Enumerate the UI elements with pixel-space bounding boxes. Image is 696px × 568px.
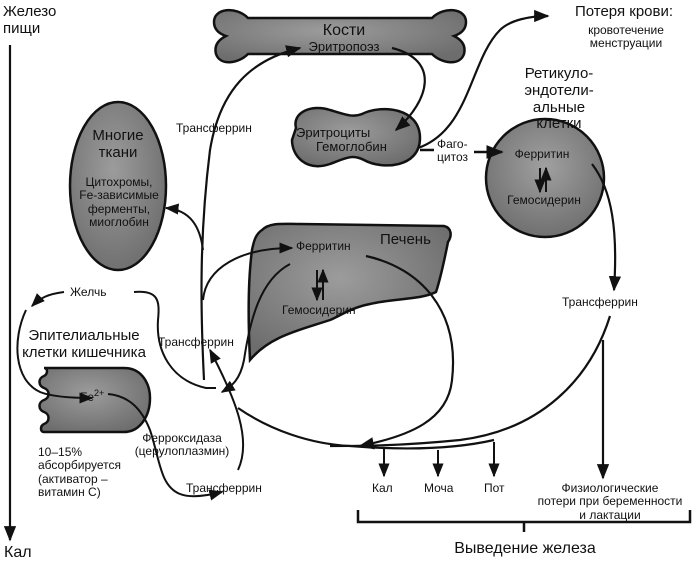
excretion-feces-label: Кал [372,481,393,495]
arrow-fe-to-ferroxidase [107,393,224,501]
feces-left-label: Кал [4,544,32,561]
excretion-collector [237,407,495,450]
arrow-res-to-transferrin [591,163,622,292]
liver-shape [247,222,452,364]
fe2-ion-label: Fe2+ [80,388,104,404]
arrow-bone-to-erythrocytes [391,46,426,132]
bone-shape [212,9,468,64]
ferroxidase-line1: Ферроксидаза [142,431,222,445]
arrow-transferrin-to-bone [200,45,302,381]
hemoglobin-label: Гемоглобин [316,139,387,154]
blood-loss-detail: кровотечение менструации [566,23,686,51]
arrow-transferrin-to-tissues [164,203,204,251]
liver-ferritin-label: Ферритин [296,239,351,253]
intestine-title-line1: Эпителиальные [28,327,140,344]
intestine-cell-shape [38,366,152,434]
res-title-line2: эндотели- [524,81,594,99]
physiological-line2: потери при беременности [537,494,683,509]
dietary-iron-line2: пищи [3,19,41,37]
tissues-line4: миоглобин [89,215,149,230]
res-title-line1: Ретикуло- [524,65,594,82]
tissues-line1: Цитохромы, [85,175,153,189]
physiological-line3: и лактации [579,507,641,522]
arrow-liver-to-excretion [358,254,455,450]
tissues-title-line2: ткани [98,143,138,161]
dietary-iron-label: Железо пищи [3,3,57,38]
tissues-line2: Fe-зависимые [79,188,159,203]
absorption-line2: абсорбируется [38,458,122,473]
tissues-detail: Цитохромы, Fe-зависимые ферменты, миогло… [74,175,164,230]
res-ferritin-label: Ферритин [514,147,570,161]
ferroxidase-line2: (церулоплазмин) [134,444,230,459]
fe-charge: 2+ [94,388,105,398]
intestine-title: Эпителиальные клетки кишечника [10,327,158,362]
intestine-title-line2: клетки кишечника [22,343,146,361]
blood-loss-title: Потеря крови: [574,3,674,20]
liver-title: Печень [380,231,431,248]
bile-label: Желчь [70,285,107,299]
res-title-line4: клетки [536,115,582,133]
liver-hemosiderin-label: Гемосидерин [282,303,356,317]
erythropoiesis-label: Эритропоэз [308,39,380,54]
arrow-bile-to-intestine [16,309,94,404]
arrow-blood-loss [417,9,550,150]
res-title: Ретикуло- эндотели- альные клетки [504,65,614,133]
excretion-sweat-label: Пот [484,481,505,495]
bone-title: Кости [322,22,366,39]
phagocytosis-line1: Фаго- [437,137,468,151]
blood-loss-line3: менструации [589,36,663,51]
absorption-label: 10–15% абсорбируется (активатор – витами… [38,445,122,500]
res-title-line3: альные [532,98,586,116]
tissues-title-line1: Многие [92,127,144,144]
fe-ion: Fe [80,390,95,404]
absorption-line1: 10–15% [38,445,83,459]
absorption-line3: (активатор – [38,471,108,486]
excretion-title: Выведение железа [454,540,596,557]
arrow-transferrin-to-liver [202,242,294,301]
phagocytosis-line2: цитоз [437,150,468,165]
res-hemosiderin-label: Гемосидерин [507,193,581,207]
physiological-line1: Физиологические [561,481,659,495]
arrow-bile-loop [133,290,216,389]
transferrin-mid-label: Трансферрин [158,335,234,349]
excretion-bracket [356,510,692,532]
phagocytosis-label: Фаго- цитоз [437,137,468,165]
absorption-line4: витамин С) [38,485,101,500]
transferrin-right-label: Трансферрин [562,295,638,309]
blood-loss-line2: кровотечение [588,23,664,37]
tissues-title: Многие ткани [80,127,156,162]
arrow-transferrin-up [209,348,245,471]
excretion-urine-label: Моча [424,481,454,495]
transferrin-top-label: Трансферрин [176,121,252,135]
ferroxidase-label: Ферроксидаза (церулоплазмин) [122,431,242,459]
tissues-shape [68,100,168,272]
dietary-iron-line1: Железо [3,3,57,20]
arrow-liver-to-transferrin [220,263,291,393]
physiological-loss-label: Физиологические потери при беременности … [526,481,694,522]
erythrocytes-label: Эритроциты [296,125,371,140]
curve-transferrin-right [329,315,612,448]
transferrin-bottom-label: Трансферрин [186,481,262,495]
arrow-bile [31,291,65,307]
tissues-line3: ферменты, [87,201,151,216]
erythrocytes-shape [290,106,422,168]
